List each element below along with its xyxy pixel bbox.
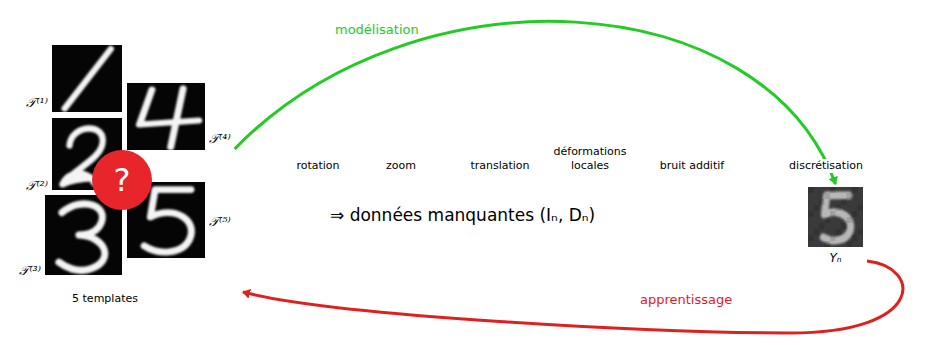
pixel-cell bbox=[852, 211, 858, 217]
transform-name: déformations locales bbox=[543, 145, 638, 173]
curved-arrow bbox=[243, 261, 903, 333]
pixel-cell bbox=[825, 241, 831, 247]
edge-label: apprentissage bbox=[640, 292, 732, 307]
pixel-cell bbox=[841, 199, 847, 205]
pixel-cell bbox=[836, 229, 842, 235]
template-image: 𝒯⁽⁴⁾ bbox=[127, 83, 205, 150]
pixel-cell bbox=[808, 235, 814, 241]
template-group: 5 templates 𝒯⁽¹⁾ 𝒯⁽²⁾ 𝒯⁽³⁾ 𝒯⁽⁴⁾ 𝒯⁽⁵⁾? bbox=[10, 38, 240, 310]
digit-stroke bbox=[65, 49, 111, 109]
pixel-cell bbox=[814, 205, 820, 211]
template-name: 𝒯⁽³⁾ bbox=[19, 263, 41, 279]
template-name: 𝒯⁽⁵⁾ bbox=[209, 214, 231, 230]
group-caption: 5 templates bbox=[72, 292, 138, 305]
pixel-cell bbox=[830, 211, 836, 217]
pixel-cell bbox=[830, 187, 836, 193]
pixel-cell bbox=[858, 205, 864, 211]
pixel-cell bbox=[808, 187, 814, 193]
pixel-cell bbox=[841, 223, 847, 229]
pixel-cell bbox=[819, 223, 825, 229]
transform-name: translation bbox=[470, 159, 529, 173]
transform-name: discrétisation bbox=[787, 159, 865, 173]
transform-name: bruit additif bbox=[660, 159, 724, 173]
edge-label: modélisation bbox=[335, 22, 419, 37]
image-ground bbox=[127, 83, 205, 150]
template-name: 𝒯⁽¹⁾ bbox=[26, 95, 48, 111]
image-ground bbox=[808, 187, 863, 247]
observed-image: Yₙ bbox=[808, 187, 863, 247]
pixel-cell bbox=[825, 193, 831, 199]
missing-data-note: ⇒ données manquantes (Iₙ, Dₙ) bbox=[330, 205, 595, 225]
pixel-cell bbox=[858, 229, 864, 235]
transform-name: zoom bbox=[386, 159, 416, 173]
digit-template bbox=[52, 45, 122, 112]
pixel-cell bbox=[852, 235, 858, 241]
pixel-cell bbox=[847, 241, 853, 247]
pixel-cell bbox=[852, 187, 858, 193]
template-name: 𝒯⁽⁴⁾ bbox=[209, 131, 231, 147]
digit-stroke bbox=[139, 88, 198, 147]
digit-stroke bbox=[144, 190, 191, 252]
question-mark: ? bbox=[92, 150, 152, 210]
pixel-cell bbox=[825, 217, 831, 223]
pixel-cell bbox=[847, 193, 853, 199]
pixel-cell bbox=[830, 235, 836, 241]
pixel-cell bbox=[814, 229, 820, 235]
image-ground bbox=[52, 45, 122, 112]
digit-observation bbox=[808, 187, 863, 247]
digit-stroke bbox=[59, 204, 105, 270]
transform-name: rotation bbox=[296, 159, 339, 173]
image-name: Yₙ bbox=[808, 251, 863, 265]
question-circle: ? bbox=[92, 150, 152, 210]
pixel-cell bbox=[836, 205, 842, 211]
pixel-cell bbox=[847, 217, 853, 223]
pixel-cell bbox=[808, 211, 814, 217]
pixel-cell bbox=[819, 199, 825, 205]
curved-arrow bbox=[235, 21, 836, 184]
template-image: 𝒯⁽¹⁾ bbox=[52, 45, 122, 112]
digit-template bbox=[127, 83, 205, 150]
template-name: 𝒯⁽²⁾ bbox=[26, 178, 48, 194]
